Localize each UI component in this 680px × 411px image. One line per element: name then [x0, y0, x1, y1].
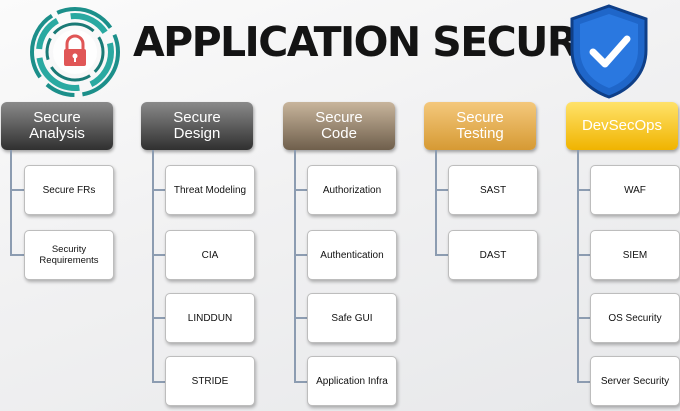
header-secure-analysis: Secure Analysis: [1, 102, 113, 150]
node-label: DAST: [479, 249, 507, 261]
connector: [152, 381, 165, 383]
node-sast: SAST: [448, 165, 538, 215]
node-label: Threat Modeling: [173, 184, 247, 196]
header-line-1: Secure: [33, 109, 81, 126]
node-label: STRIDE: [191, 375, 229, 387]
connector: [294, 254, 307, 256]
node-label: SIEM: [622, 249, 648, 261]
connector: [294, 381, 307, 383]
node-label: Authorization: [322, 184, 382, 196]
connector: [10, 189, 24, 191]
connector: [294, 317, 307, 319]
node-siem: SIEM: [590, 230, 680, 280]
connector: [152, 189, 165, 191]
node-linddun: LINDDUN: [165, 293, 255, 343]
header-line-1: DevSecOps: [581, 117, 663, 134]
page-title: APPLICATION SECURITY: [133, 18, 647, 66]
connector: [435, 254, 448, 256]
connector: [435, 189, 448, 191]
header-line-1: Secure: [173, 109, 221, 126]
connector-vertical: [435, 150, 437, 256]
header-devsecops: DevSecOps: [566, 102, 678, 150]
node-safe-gui: Safe GUI: [307, 293, 397, 343]
node-authentication: Authentication: [307, 230, 397, 280]
header-line-2: Analysis: [29, 125, 85, 142]
node-label: WAF: [624, 184, 646, 196]
node-label: Authentication: [320, 249, 384, 261]
node-application-infra: Application Infra: [307, 356, 397, 406]
node-label: Safe GUI: [331, 312, 373, 324]
node-server-security: Server Security: [590, 356, 680, 406]
header-secure-design: Secure Design: [141, 102, 253, 150]
header-line-1: Secure: [315, 109, 363, 126]
connector: [577, 381, 590, 383]
header-secure-testing: Secure Testing: [424, 102, 536, 150]
connector: [577, 189, 590, 191]
node-label: SAST: [479, 184, 507, 196]
shield-check-icon: [570, 4, 648, 99]
header-line-2: Code: [321, 125, 357, 142]
connector: [577, 317, 590, 319]
lock-ring-logo-icon: [30, 7, 120, 97]
node-threat-modeling: Threat Modeling: [165, 165, 255, 215]
node-label: LINDDUN: [187, 312, 233, 324]
node-dast: DAST: [448, 230, 538, 280]
connector: [152, 254, 165, 256]
connector-vertical: [294, 150, 296, 383]
connector: [152, 317, 165, 319]
node-stride: STRIDE: [165, 356, 255, 406]
header-line-2: Design: [173, 125, 221, 142]
node-secure-frs: Secure FRs: [24, 165, 114, 215]
connector: [10, 254, 24, 256]
node-label: Application Infra: [316, 375, 388, 387]
node-label: Security Requirements: [39, 244, 99, 266]
node-label: CIA: [201, 249, 219, 261]
connector: [577, 254, 590, 256]
header-line-1: Secure: [456, 109, 504, 126]
node-security-requirements: Security Requirements: [24, 230, 114, 280]
connector-vertical: [152, 150, 154, 383]
node-os-security: OS Security: [590, 293, 680, 343]
node-waf: WAF: [590, 165, 680, 215]
connector-vertical: [577, 150, 579, 383]
header-secure-code: Secure Code: [283, 102, 395, 150]
connector-vertical: [10, 150, 12, 256]
node-authorization: Authorization: [307, 165, 397, 215]
node-cia: CIA: [165, 230, 255, 280]
node-label: Server Security: [600, 375, 670, 387]
header-line-2: Testing: [456, 125, 504, 142]
node-label: OS Security: [608, 312, 662, 324]
node-label: Secure FRs: [42, 184, 96, 196]
connector: [294, 189, 307, 191]
